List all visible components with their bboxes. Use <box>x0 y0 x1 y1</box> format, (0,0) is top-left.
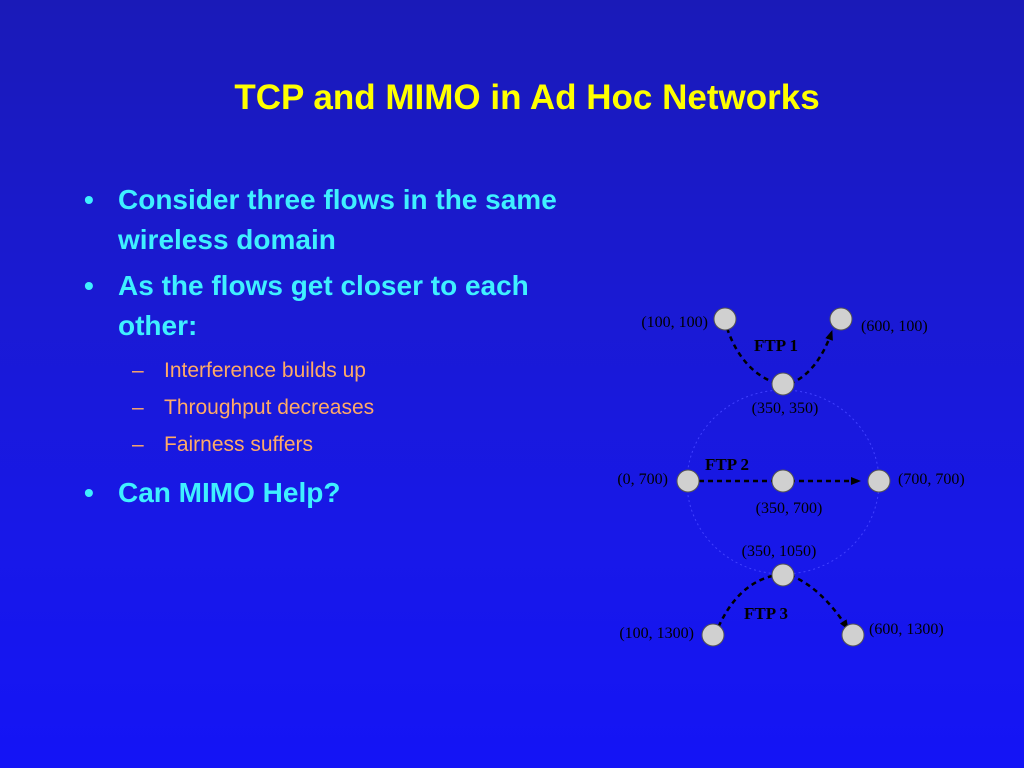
bullet-mark: • <box>84 270 94 301</box>
bullet-list: • Consider three flows in the same wirel… <box>80 180 680 519</box>
node-0-700 <box>676 469 700 493</box>
sub-bullet-mark: – <box>132 433 144 456</box>
node-label: (0, 700) <box>617 471 668 488</box>
bullet-flows-closer: • As the flows get closer to each other: <box>80 266 680 346</box>
bullet-mimo-help: • Can MIMO Help? <box>80 473 680 513</box>
node-600-1300 <box>841 623 865 647</box>
ftp1-link-b <box>789 330 834 386</box>
bullet-text-line: Consider three flows in the same <box>118 184 557 215</box>
sub-bullet-text: Interference builds up <box>164 359 366 382</box>
bullet-mark: • <box>84 184 94 215</box>
sub-bullet-list: – Interference builds up – Throughput de… <box>80 352 680 463</box>
flow-label-ftp3: FTP 3 <box>744 604 788 623</box>
ftp3-link-a <box>713 573 778 636</box>
node-label: (600, 1300) <box>869 621 944 638</box>
ftp3-link-b <box>789 573 850 630</box>
bullet-mark: • <box>84 477 94 508</box>
node-label: (100, 1300) <box>619 625 694 642</box>
sub-bullet-text: Throughput decreases <box>164 396 375 419</box>
node-100-100 <box>713 307 737 331</box>
bullet-consider-flows: • Consider three flows in the same wirel… <box>80 180 680 260</box>
node-600-100 <box>829 307 853 331</box>
flow-label-ftp1: FTP 1 <box>754 336 798 355</box>
slide-title: TCP and MIMO in Ad Hoc Networks <box>234 78 820 117</box>
node-350-350 <box>771 372 795 396</box>
node-label: (350, 1050) <box>742 543 817 560</box>
node-100-1300 <box>701 623 725 647</box>
sub-bullet-interference: – Interference builds up <box>80 352 680 389</box>
node-350-1050 <box>771 563 795 587</box>
sub-bullet-throughput: – Throughput decreases <box>80 389 680 426</box>
node-label: (350, 350) <box>752 400 819 417</box>
node-700-700 <box>867 469 891 493</box>
sub-bullet-text: Fairness suffers <box>164 433 313 456</box>
node-label: (100, 100) <box>641 314 708 331</box>
bullet-text-line: Can MIMO Help? <box>118 477 341 508</box>
node-label: (700, 700) <box>898 471 965 488</box>
flow-label-ftp2: FTP 2 <box>705 455 749 474</box>
node-350-700 <box>771 469 795 493</box>
node-label: (600, 100) <box>861 318 928 335</box>
bullet-text-line: As the flows get closer to each <box>118 270 529 301</box>
bullet-text-line: other: <box>118 310 198 341</box>
sub-bullet-mark: – <box>132 359 144 382</box>
sub-bullet-fairness: – Fairness suffers <box>80 426 680 463</box>
sub-bullet-mark: – <box>132 396 144 419</box>
bullet-text-line: wireless domain <box>118 224 336 255</box>
node-label: (350, 700) <box>756 500 823 517</box>
